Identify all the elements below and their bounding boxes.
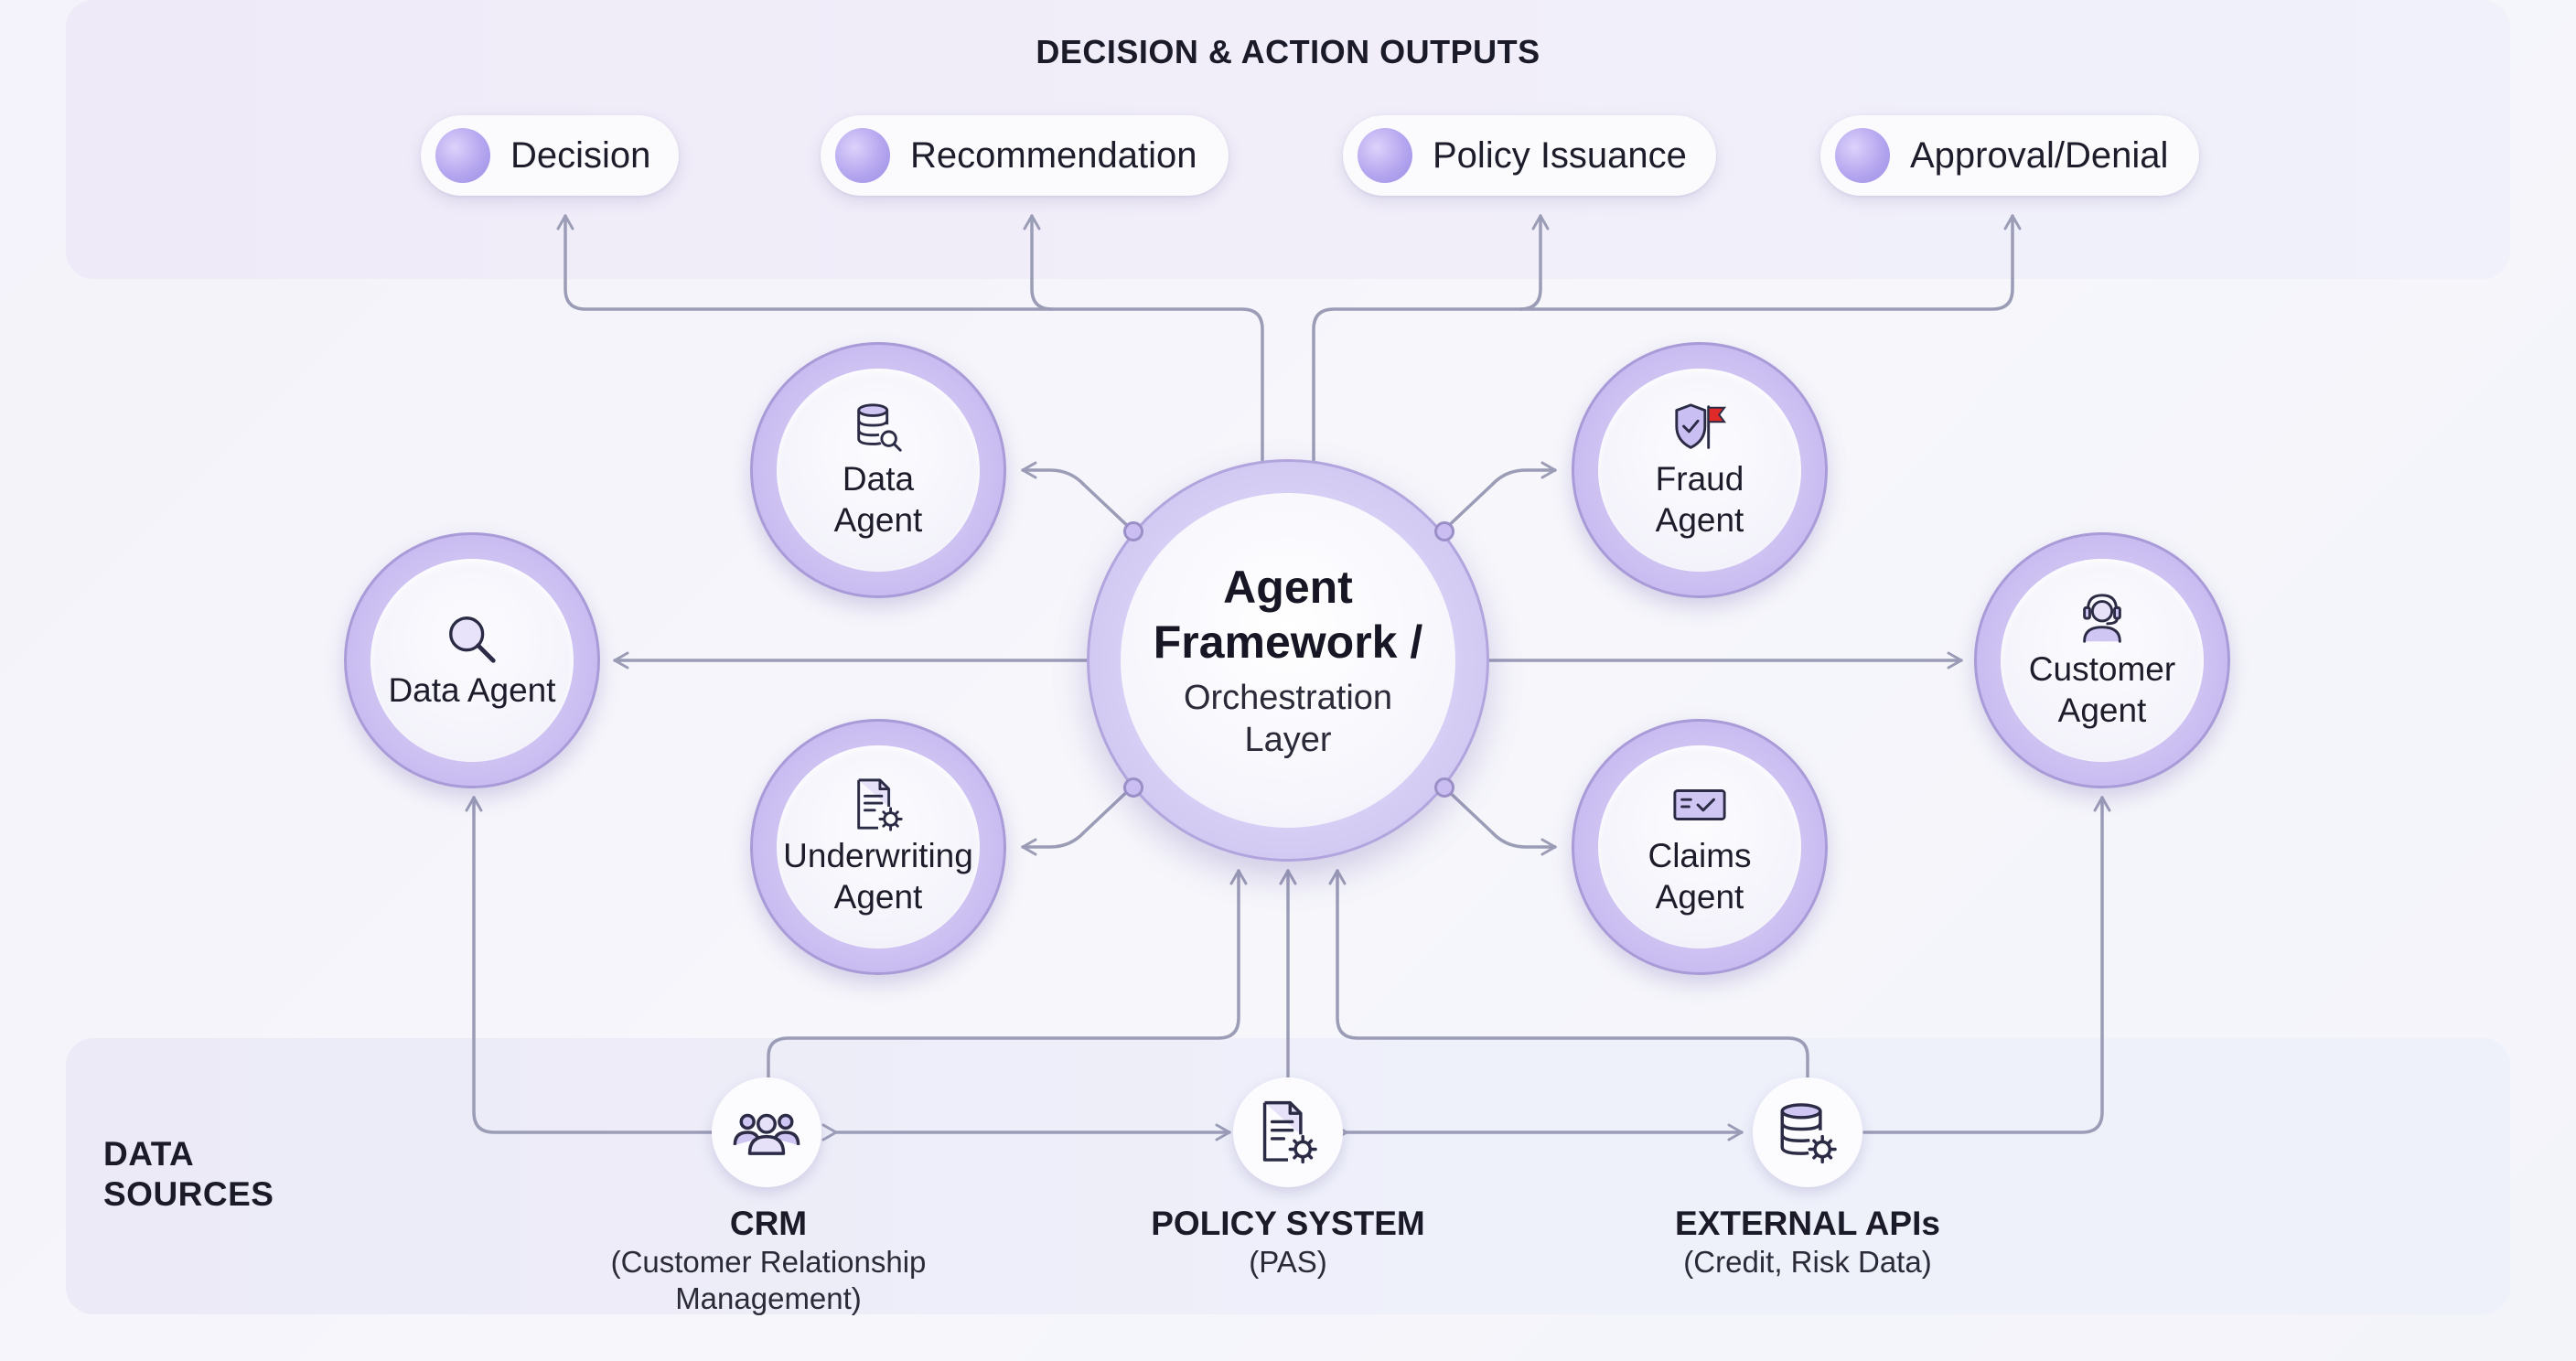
source-external-apis-desc: (Credit, Risk Data) — [1683, 1245, 1932, 1279]
agent-claims-line2: Agent — [1655, 878, 1744, 916]
agent-data-left-label: Data Agent — [388, 670, 555, 711]
link-apis-hub — [1328, 869, 1809, 1081]
link-hub-fraud-agent — [1442, 461, 1557, 532]
agent-underwriting-line1: Underwriting — [783, 837, 973, 874]
agent-customer: Customer Agent — [1974, 532, 2230, 788]
data-sources-title: DATA SOURCES — [103, 1134, 274, 1215]
data-sources-title-line1: DATA — [103, 1135, 195, 1173]
document-gear-icon — [857, 778, 903, 831]
source-policy-system-desc: (PAS) — [1249, 1245, 1327, 1279]
orchestration-hub: Agent Framework / Orchestration Layer — [1087, 459, 1489, 862]
agent-fraud-label: Fraud Agent — [1656, 458, 1744, 541]
agent-claims: Claims Agent — [1572, 719, 1828, 975]
link-hub-approval-denial — [1519, 214, 2022, 311]
link-hub-claims-agent — [1442, 785, 1557, 856]
agent-customer-line2: Agent — [2057, 691, 2147, 729]
output-decision-label: Decision — [510, 134, 651, 176]
headset-user-icon — [2083, 594, 2121, 643]
output-approval-denial-label: Approval/Denial — [1910, 134, 2169, 176]
link-hub-data-agent-top — [1021, 461, 1134, 532]
agent-data-top-line1: Data — [842, 460, 915, 498]
agent-customer-label: Customer Agent — [2029, 648, 2175, 731]
hub-subtitle: Orchestration Layer — [1184, 677, 1392, 761]
output-recommendation: Recommendation — [821, 115, 1229, 196]
data-sources-title-line2: SOURCES — [103, 1175, 274, 1213]
source-crm — [712, 1077, 821, 1187]
agent-data-top: Data Agent — [750, 342, 1006, 598]
link-hub-policy-issuance — [1312, 214, 1550, 464]
source-crm-text: CRM (Customer Relationship Management) — [585, 1204, 951, 1317]
recommendation-dot-icon — [835, 128, 890, 183]
hub-title: Agent Framework / — [1154, 560, 1423, 670]
source-external-apis — [1753, 1077, 1862, 1187]
hub-connector-dot — [1123, 777, 1143, 798]
agent-customer-line1: Customer — [2028, 650, 2176, 688]
database-search-icon — [857, 403, 902, 452]
hub-subtitle-line1: Orchestration — [1183, 679, 1393, 717]
database-gear-icon — [1780, 1103, 1837, 1164]
agent-underwriting-label: Underwriting Agent — [783, 835, 973, 917]
source-crm-name: CRM — [729, 1205, 808, 1242]
link-hub-underwriting-agent — [1021, 785, 1134, 856]
check-card-icon — [1673, 789, 1726, 820]
link-crm-data-agent-left — [465, 796, 714, 1134]
decision-dot-icon — [435, 128, 490, 183]
source-policy-system-name: POLICY SYSTEM — [1151, 1205, 1425, 1242]
source-crm-desc-line2: Management) — [675, 1281, 862, 1315]
approval-denial-dot-icon — [1835, 128, 1890, 183]
policy-issuance-dot-icon — [1358, 128, 1412, 183]
hub-title-line2: Framework / — [1153, 616, 1423, 668]
output-approval-denial: Approval/Denial — [1820, 115, 2199, 196]
link-apis-customer-agent — [1862, 796, 2111, 1134]
agent-fraud-line2: Agent — [1655, 501, 1744, 539]
output-recommendation-label: Recommendation — [910, 134, 1197, 176]
hub-connector-dot — [1434, 777, 1454, 798]
link-crm-hub — [767, 869, 1248, 1081]
link-hub-recommendation — [1023, 214, 1054, 311]
source-external-apis-text: EXTERNAL APIs (Credit, Risk Data) — [1625, 1204, 1991, 1281]
agent-data-left: Data Agent — [344, 532, 600, 788]
output-policy-issuance-label: Policy Issuance — [1433, 134, 1687, 176]
agent-underwriting: Underwriting Agent — [750, 719, 1006, 975]
link-hub-decision — [556, 214, 1264, 464]
shield-flag-icon — [1675, 403, 1727, 449]
agent-data-left-line1: Data Agent — [388, 670, 556, 709]
agent-data-top-line2: Agent — [833, 501, 923, 539]
hub-connector-dot — [1434, 521, 1454, 541]
outputs-title: DECISION & ACTION OUTPUTS — [1036, 33, 1540, 70]
source-external-apis-name: EXTERNAL APIs — [1675, 1205, 1940, 1242]
output-policy-issuance: Policy Issuance — [1343, 115, 1716, 196]
agent-fraud: Fraud Agent — [1572, 342, 1828, 598]
agent-claims-label: Claims Agent — [1648, 835, 1751, 917]
output-decision: Decision — [421, 115, 679, 196]
agent-underwriting-line2: Agent — [833, 878, 923, 916]
agent-data-top-label: Data Agent — [834, 458, 923, 541]
hub-title-line1: Agent — [1223, 562, 1353, 613]
people-icon — [733, 1113, 800, 1155]
source-crm-desc-line1: (Customer Relationship — [610, 1245, 927, 1279]
hub-subtitle-line2: Layer — [1244, 721, 1332, 759]
agent-claims-line1: Claims — [1648, 837, 1752, 874]
document-gear-icon — [1262, 1100, 1317, 1164]
source-policy-system — [1233, 1077, 1343, 1187]
hub-connector-dot — [1123, 521, 1143, 541]
magnifier-icon — [449, 616, 496, 663]
source-policy-system-text: POLICY SYSTEM (PAS) — [1105, 1204, 1471, 1281]
agent-fraud-line1: Fraud — [1655, 460, 1744, 498]
